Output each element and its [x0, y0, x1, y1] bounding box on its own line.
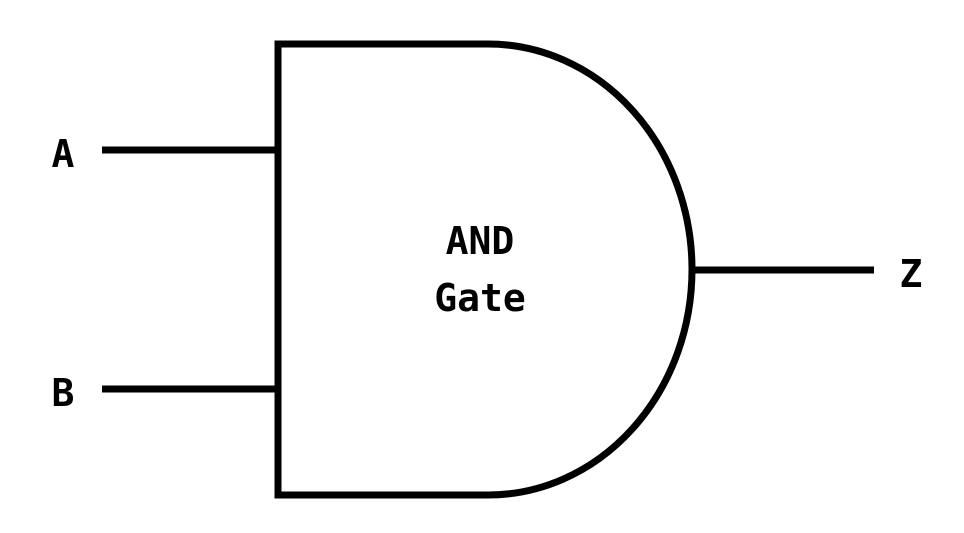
input-label-a: A	[52, 132, 75, 176]
and-gate-body	[274, 40, 696, 499]
gate-title-line1: AND	[446, 219, 515, 263]
input-label-b: B	[52, 371, 75, 415]
gate-title-line2: Gate	[434, 276, 526, 320]
output-label-z: Z	[900, 252, 923, 296]
